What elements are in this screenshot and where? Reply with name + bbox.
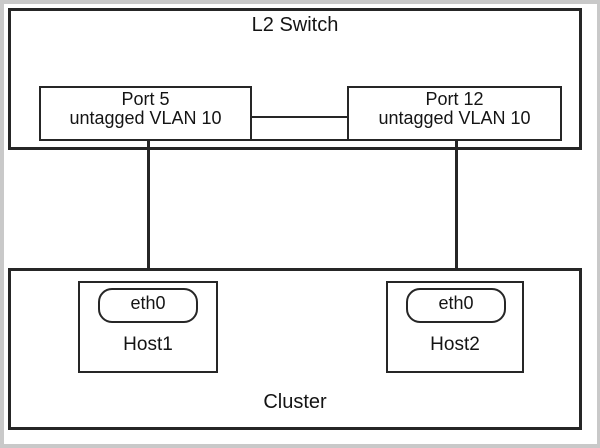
port-12-label-group: Port 12 untagged VLAN 10 [347, 90, 562, 128]
port-12-vlan: untagged VLAN 10 [378, 107, 531, 128]
port-interconnect-connector [250, 116, 349, 141]
host2-nic-label: eth0 [438, 293, 474, 313]
cable-port5-to-host1 [147, 139, 150, 289]
port-5-label-group: Port 5 untagged VLAN 10 [39, 90, 252, 128]
host1-nic-eth0-shape [98, 288, 198, 323]
host1-name-label: Host1 [123, 334, 173, 355]
port-5-box [39, 86, 252, 141]
host2-name-label: Host2 [430, 334, 480, 355]
port-12-name: Port 12 [425, 89, 484, 109]
host1-nic-label: eth0 [130, 293, 166, 313]
host2-nic-eth0-shape [406, 288, 506, 323]
port-5-vlan: untagged VLAN 10 [69, 107, 222, 128]
l2-switch-title: L2 Switch [251, 14, 339, 36]
port-12-box [347, 86, 562, 141]
cluster-title: Cluster [263, 391, 327, 413]
port-5-name: Port 5 [121, 89, 170, 109]
cable-port12-to-host2 [455, 139, 458, 289]
